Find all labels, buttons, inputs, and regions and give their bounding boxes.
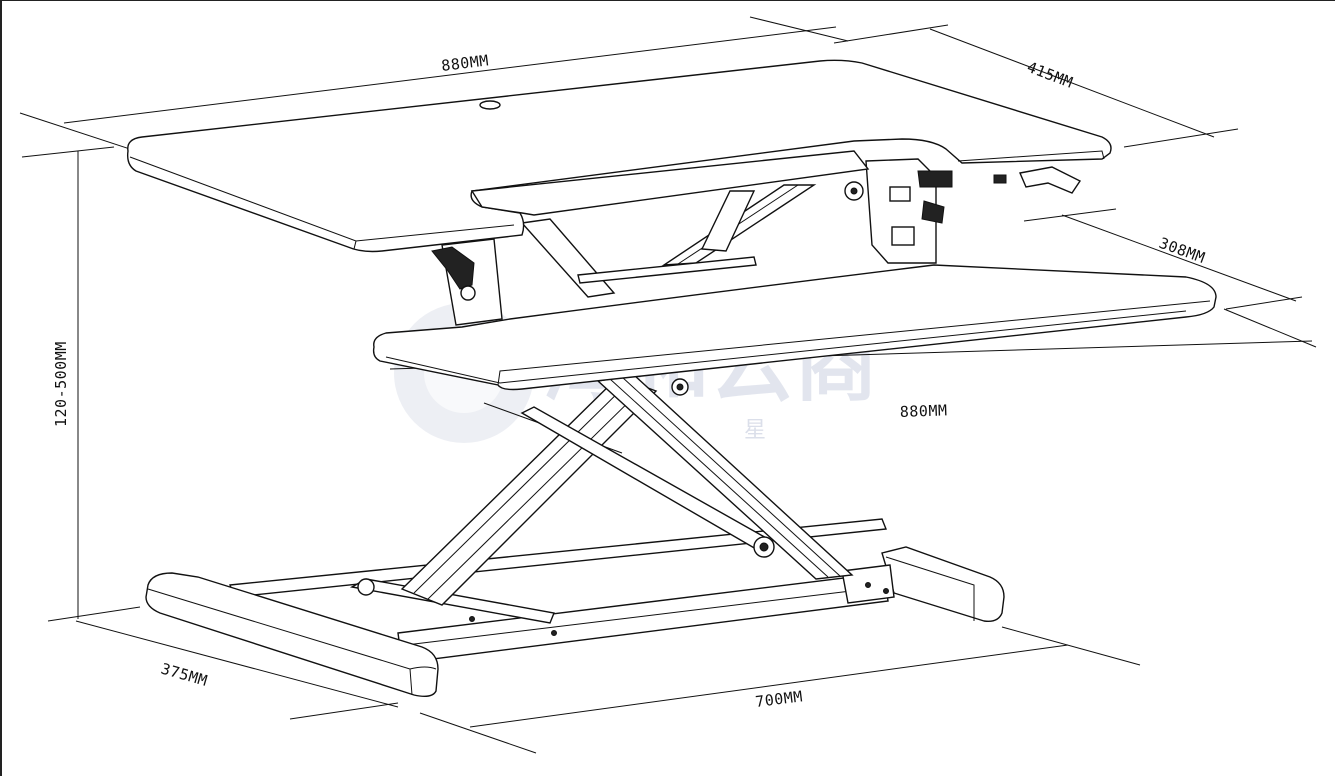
label-base-depth: 375MM [159, 660, 210, 690]
label-top-width: 880MM [440, 51, 489, 75]
cable-hole [479, 100, 501, 110]
scissor-lift [357, 374, 854, 606]
label-base-width: 700MM [754, 687, 803, 711]
base-foot-left [145, 572, 439, 698]
base-frame [145, 518, 1005, 698]
label-keyboard-width: 880MM [900, 401, 948, 421]
watermark-subtext: 星 [744, 418, 766, 443]
keyboard-tray [372, 264, 1217, 391]
label-height-range: 120-500MM [52, 341, 70, 427]
brackets [431, 158, 1082, 326]
base-foot-right [881, 546, 1005, 623]
label-keyboard-depth: 308MM [1157, 234, 1208, 267]
desktop-top [126, 59, 1112, 253]
bracket-right [865, 158, 937, 264]
label-top-depth: 415MM [1025, 58, 1076, 92]
upper-scissor [520, 181, 864, 298]
dimension-lines [19, 16, 1317, 754]
release-handle [1019, 166, 1082, 194]
